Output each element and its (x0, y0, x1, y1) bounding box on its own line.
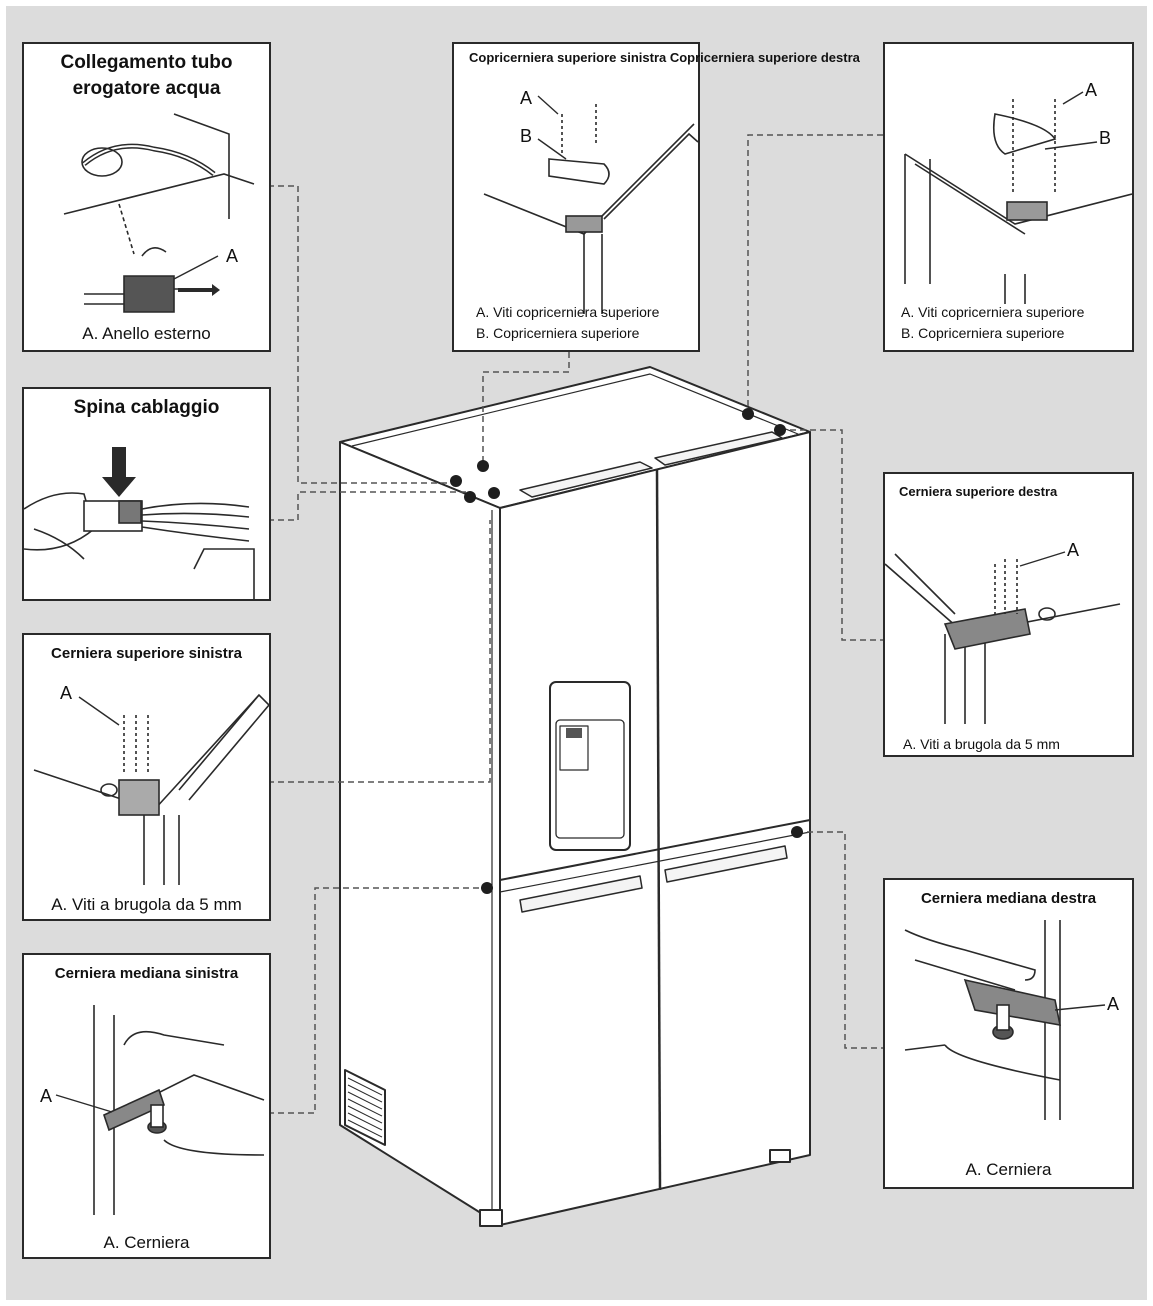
top-cover-left-illustration: A B (483, 88, 698, 314)
plug-illustration (24, 447, 255, 599)
panel-water-connection: Collegamento tubo erogatore acqua A A. A… (22, 42, 271, 352)
mid-left-hinge-illustration: A (40, 1005, 265, 1215)
svg-text:A: A (1085, 80, 1097, 100)
top-cover-title: Copricerniera superiore sinistra Coprice… (469, 50, 860, 65)
arrow-right-icon (178, 284, 220, 296)
svg-text:B: B (520, 126, 532, 146)
mid-right-hinge-illustration: A (904, 920, 1119, 1120)
plug-panel-title: Spina cablaggio (73, 397, 220, 418)
arrow-down-icon (102, 447, 136, 497)
top-cover-right-caption-a: A. Viti copricerniera superiore (901, 304, 1085, 320)
svg-text:A: A (520, 88, 532, 108)
top-right-hinge-illustration: A (885, 540, 1121, 724)
callout-dot-icon (450, 408, 803, 894)
panel-wiring-plug: Spina cablaggio (22, 387, 271, 601)
mid-right-hinge-caption: A. Cerniera (965, 1160, 1052, 1179)
panel-top-right-hinge: Cerniera superiore destra A A. Viti a br… (883, 472, 1134, 757)
svg-text:A: A (226, 246, 238, 266)
water-panel-title-line1: Collegamento tubo (60, 52, 233, 73)
panel-top-left-hinge: Cerniera superiore sinistra A A. Viti a … (22, 633, 271, 921)
svg-text:A: A (1107, 994, 1119, 1014)
mid-right-hinge-title: Cerniera mediana destra (920, 890, 1097, 907)
top-left-hinge-caption: A. Viti a brugola da 5 mm (51, 895, 242, 914)
panel-top-cover-right: A B A. Viti copricerniera superiore B. C… (883, 42, 1134, 352)
top-cover-right-illustration: A B (904, 80, 1132, 304)
svg-text:A: A (1067, 540, 1079, 560)
top-right-hinge-title: Cerniera superiore destra (899, 484, 1058, 499)
water-panel-caption: A. Anello esterno (82, 324, 211, 343)
panel-mid-right-hinge: Cerniera mediana destra A A. Cerniera (883, 878, 1134, 1189)
top-right-hinge-caption: A. Viti a brugola da 5 mm (903, 736, 1060, 752)
rotate-arrow-icon (141, 247, 167, 257)
mid-left-hinge-title: Cerniera mediana sinistra (54, 965, 239, 982)
top-cover-left-caption-b: B. Copricerniera superiore (476, 325, 640, 341)
svg-text:B: B (1099, 128, 1111, 148)
top-left-hinge-title: Cerniera superiore sinistra (51, 645, 242, 662)
top-cover-right-caption-b: B. Copricerniera superiore (901, 325, 1065, 341)
svg-text:A: A (40, 1086, 52, 1106)
mid-left-hinge-caption: A. Cerniera (103, 1233, 190, 1252)
top-left-hinge-illustration: A (33, 683, 269, 885)
water-panel-title-line2: erogatore acqua (72, 78, 221, 99)
svg-text:A: A (60, 683, 72, 703)
panel-top-cover-left: Copricerniera superiore sinistra Coprice… (452, 42, 860, 352)
top-cover-left-caption-a: A. Viti copricerniera superiore (476, 304, 660, 320)
panel-mid-left-hinge: Cerniera mediana sinistra A A. Cerniera (22, 953, 271, 1259)
water-tube-illustration: A (63, 113, 255, 313)
